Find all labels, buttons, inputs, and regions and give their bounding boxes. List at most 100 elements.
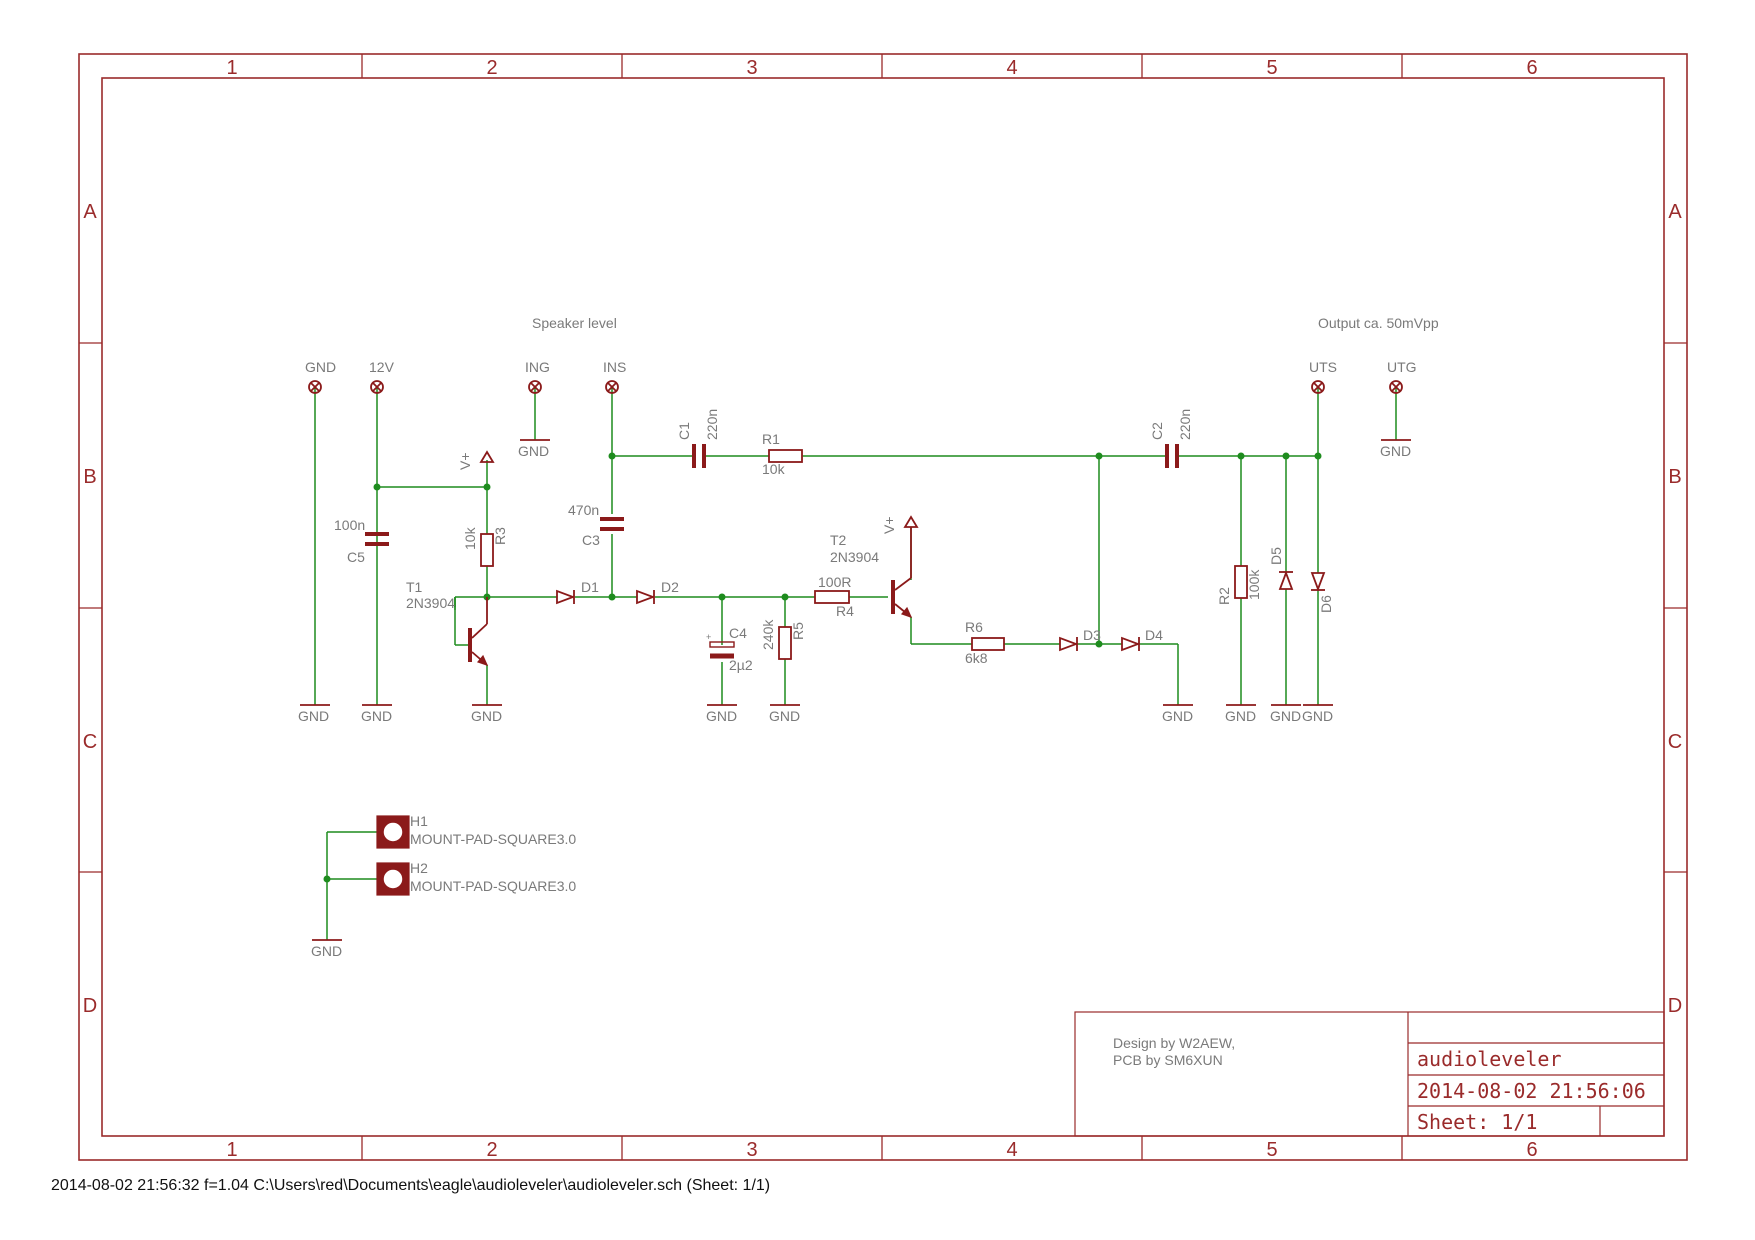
c3-name: C3 [582,532,600,548]
r6-name: R6 [965,619,983,635]
gnd-c4: GND [706,704,737,724]
d5-name: D5 [1268,547,1284,565]
t2-value: 2N3904 [830,549,879,565]
credit-line-1: Design by W2AEW, [1113,1035,1235,1051]
connector-ins-label: INS [603,359,626,375]
diode-d3: D3 [1059,627,1101,652]
r4-name: R4 [836,603,854,619]
d3-name: D3 [1083,627,1101,643]
mount-pad-h1: H1 MOUNT-PAD-SQUARE3.0 [376,813,576,849]
c5-value: 100n [334,517,365,533]
wires [314,387,1397,940]
diode-d5: D5 [1268,547,1294,590]
connector-12v-label: 12V [369,359,395,375]
c1-name: C1 [676,422,692,440]
t1-name: T1 [406,579,423,595]
gnd-utg-label: GND [1380,443,1411,459]
vplus-1-label: V+ [457,452,473,470]
h1-name: H1 [410,813,428,829]
r1-name: R1 [762,431,780,447]
gnd-4-label: GND [706,708,737,724]
r6-value: 6k8 [965,650,988,666]
resistor-r4: 100R R4 [814,574,854,619]
zone-col-2-bottom: 2 [486,1139,497,1161]
drawing-name: audioleveler [1417,1047,1562,1071]
capacitor-c3: 470n C3 [568,502,624,548]
connector-utg-label: UTG [1387,359,1417,375]
resistor-r2: R2 100k [1216,565,1262,605]
c5-name: C5 [347,549,365,565]
gnd-d6: GND [1302,704,1333,724]
resistor-r6: R6 6k8 [965,619,1005,666]
credit-line-2: PCB by SM6XUN [1113,1052,1223,1068]
capacitor-c4: + C4 2µ2 [706,625,753,673]
d6-name: D6 [1318,595,1334,613]
connector-utg: UTG [1387,359,1417,394]
junctions [323,452,1322,883]
r2-value: 100k [1246,569,1262,600]
gnd-2-label: GND [361,708,392,724]
h1-value: MOUNT-PAD-SQUARE3.0 [410,831,576,847]
connector-ing: ING [525,359,550,394]
gnd-c1: GND [298,704,330,724]
zone-row-b-left: B [83,466,96,488]
connector-gnd: GND [305,359,336,394]
zone-row-d-left: D [83,995,97,1017]
gnd-9-label: GND [1302,708,1333,724]
note-output: Output ca. 50mVpp [1318,315,1439,331]
gnd-d5: GND [1270,704,1301,724]
r4-value: 100R [818,574,851,590]
zone-col-4-top: 4 [1006,57,1017,79]
c4-name: C4 [729,625,747,641]
gnd-3-label: GND [471,708,502,724]
capacitor-c2: C2 220n [1149,409,1193,468]
print-footer: 2014-08-02 21:56:32 f=1.04 C:\Users\red\… [51,1177,770,1194]
gnd-7-label: GND [1225,708,1256,724]
zone-col-1-bottom: 1 [226,1139,237,1161]
zone-col-4-bottom: 4 [1006,1139,1017,1161]
gnd-8-label: GND [1270,708,1301,724]
zone-col-6-top: 6 [1526,57,1537,79]
gnd-10-label: GND [311,943,342,959]
gnd-ing-label: GND [518,443,549,459]
gnd-6-label: GND [1162,708,1193,724]
sheet-number: Sheet: 1/1 [1417,1110,1537,1134]
resistor-r5: 240k R5 [760,619,806,660]
zone-col-5-top: 5 [1266,57,1277,79]
connector-12v: 12V [369,359,395,394]
vplus-t1: V+ [457,450,495,470]
note-speaker-level: Speaker level [532,315,617,331]
r3-value: 10k [462,526,478,550]
zone-row-a-left: A [83,201,97,223]
zone-col-6-bottom: 6 [1526,1139,1537,1161]
gnd-5-label: GND [769,708,800,724]
gnd-r2: GND [1225,704,1256,724]
transistor-t2: T2 2N3904 [830,527,913,618]
gnd-1-label: GND [298,708,329,724]
h2-value: MOUNT-PAD-SQUARE3.0 [410,878,576,894]
gnd-symbols: GND GND GND GND GND GND GND GND [298,439,1411,959]
zone-row-c-right: C [1668,731,1682,753]
connector-uts: UTS [1309,359,1337,394]
diode-d2: D2 [636,579,679,605]
zone-col-5-bottom: 5 [1266,1139,1277,1161]
zone-col-2-top: 2 [486,57,497,79]
zone-row-a-right: A [1668,201,1682,223]
connector-ins: INS [603,359,626,394]
h2-name: H2 [410,860,428,876]
resistor-r1: R1 10k [762,431,803,477]
diode-d6: D6 [1310,572,1334,613]
r5-name: R5 [790,622,806,640]
gnd-c5: GND [361,704,392,724]
c3-value: 470n [568,502,599,518]
c1-value: 220n [704,409,720,440]
capacitor-c1: C1 220n [676,409,720,468]
vplus-2-label: V+ [881,516,897,534]
resistor-r3: 10k R3 [462,526,508,567]
t2-name: T2 [830,532,847,548]
r1-value: 10k [762,461,786,477]
zone-labels: 1 2 3 4 5 6 1 2 3 4 5 6 A B C D A B C D [83,57,1683,1161]
gnd-t1: GND [471,704,502,724]
zone-row-d-right: D [1668,995,1682,1017]
